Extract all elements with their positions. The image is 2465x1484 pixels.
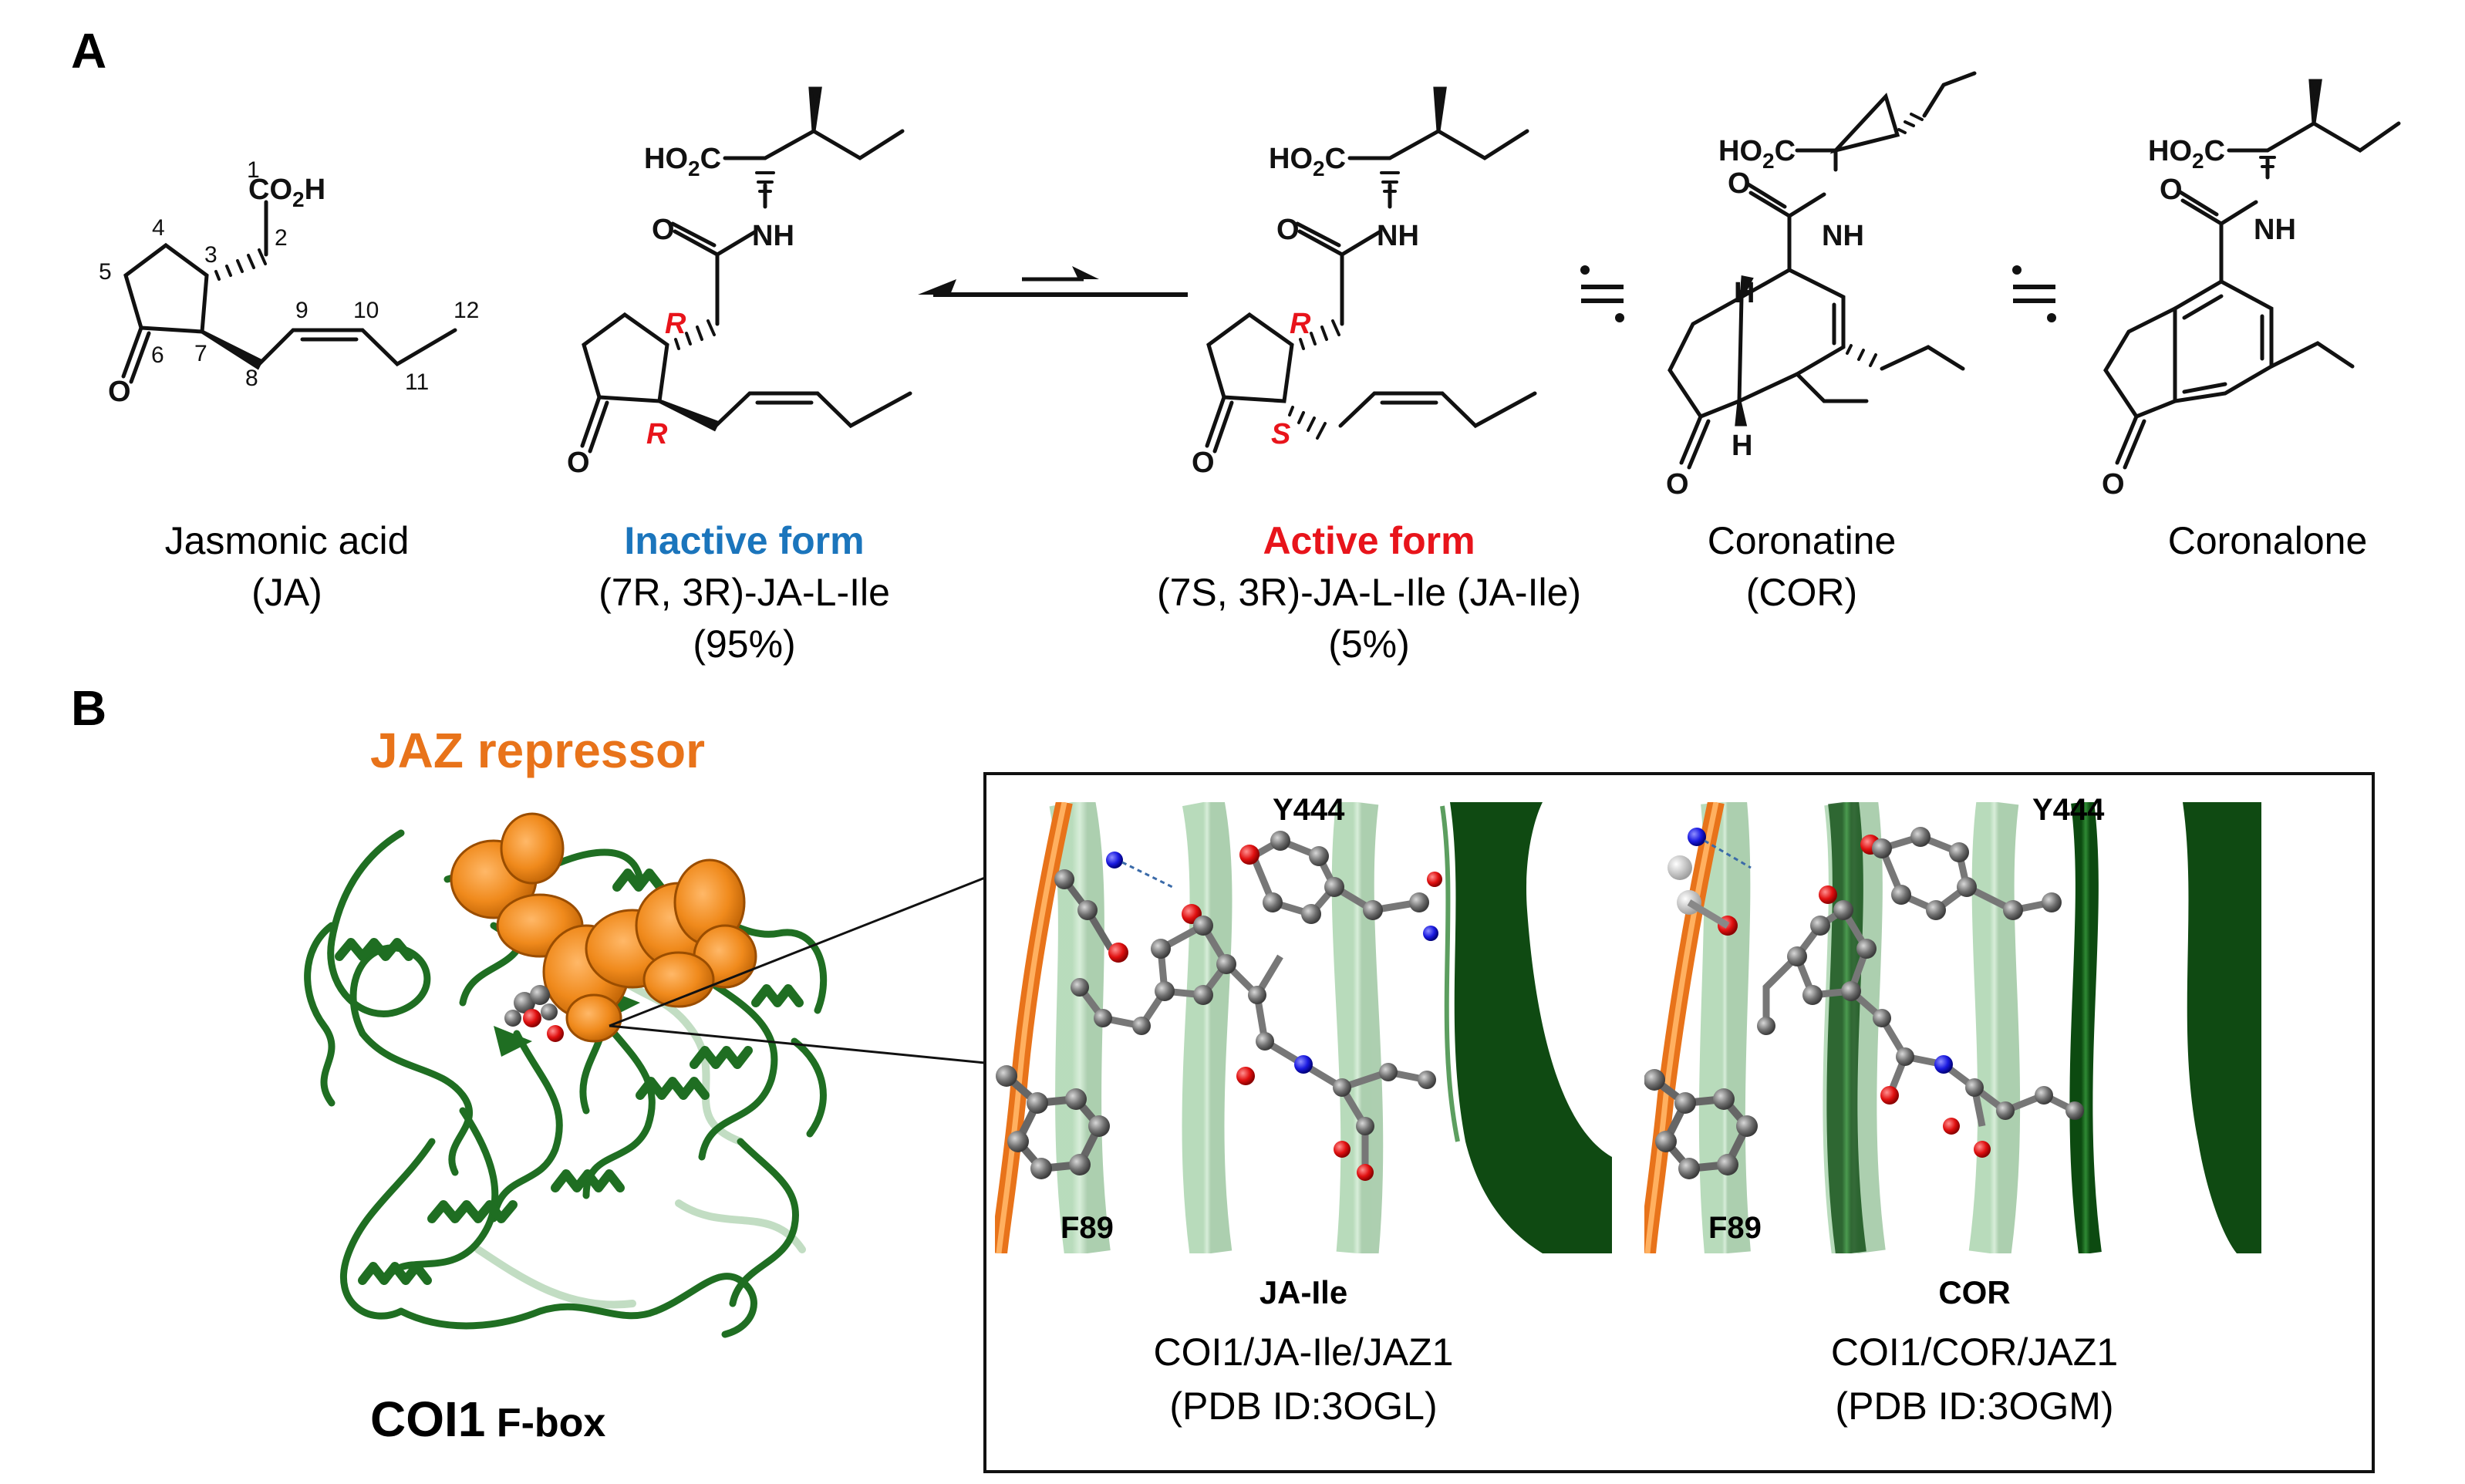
equilibrium-arrow (918, 266, 1188, 297)
svg-text:7: 7 (194, 341, 207, 366)
svg-text:11: 11 (405, 369, 429, 395)
mimic-symbol-2 (2012, 265, 2056, 322)
inactive-form-title: Inactive form (624, 519, 864, 562)
svg-text:H: H (1732, 430, 1752, 462)
svg-text:HO2C: HO2C (1718, 135, 1796, 173)
coi1-label: COI1 F-box (370, 1391, 605, 1447)
right-complex-label: COI1/COR/JAZ1 (1831, 1331, 2118, 1374)
svg-text:10: 10 (353, 298, 379, 323)
svg-text:O: O (1276, 214, 1300, 246)
svg-text:8: 8 (245, 366, 258, 391)
coronatine-caption-name: Coronatine (1708, 519, 1897, 562)
inactive-ja-ile-structure: HO2C NH O O R R (567, 86, 912, 479)
panel-b-label: B (71, 680, 106, 736)
svg-text:HO2C: HO2C (644, 143, 721, 180)
left-ligand-label: JA-Ile (1259, 1274, 1347, 1310)
right-residue-f89: F89 (1708, 1211, 1762, 1245)
coronatine-structure: HO2C NH O O H H (1666, 71, 1977, 501)
svg-text:O: O (1192, 447, 1215, 479)
svg-text:O: O (567, 447, 590, 479)
ja-caption-name: Jasmonic acid (165, 519, 410, 562)
mimic-symbol-1 (1580, 265, 1624, 322)
svg-text:12: 12 (454, 298, 479, 323)
svg-text:NH: NH (2254, 214, 2296, 246)
ja-caption-abbrev: (JA) (251, 571, 322, 614)
inactive-form-percent: (95%) (693, 622, 795, 666)
svg-text:HO2C: HO2C (2148, 135, 2225, 173)
svg-text:NH: NH (1822, 220, 1864, 252)
zoom-lines (609, 876, 986, 1064)
svg-text:9: 9 (295, 298, 309, 323)
coronalone-structure: HO2C NH O O (2102, 79, 2401, 501)
right-ligand-label: COR (1938, 1274, 2010, 1310)
svg-text:2: 2 (275, 225, 288, 251)
jaz-repressor-surface (450, 812, 757, 1043)
svg-text:O: O (1728, 167, 1751, 200)
active-form-title: Active form (1263, 519, 1475, 562)
right-residue-y444: Y444 (2032, 793, 2105, 827)
svg-text:R: R (665, 308, 686, 340)
left-pdb-id: (PDB ID:3OGL) (1169, 1385, 1437, 1428)
svg-text:O: O (652, 214, 675, 246)
svg-text:3: 3 (204, 242, 218, 268)
svg-text:CO2H: CO2H (248, 174, 325, 211)
svg-text:O: O (1666, 468, 1689, 501)
svg-text:O: O (108, 376, 131, 408)
left-complex-label: COI1/JA-Ile/JAZ1 (1154, 1331, 1454, 1374)
svg-text:5: 5 (99, 259, 112, 285)
coronalone-caption-name: Coronalone (2168, 519, 2368, 562)
svg-text:R: R (646, 418, 668, 450)
jasmonic-acid-labels: CO2H O (108, 174, 325, 408)
ligand-in-pocket (504, 985, 564, 1042)
active-form-name: (7S, 3R)-JA-L-Ile (JA-Ile) (1157, 571, 1581, 614)
jaz-repressor-title: JAZ repressor (370, 723, 705, 778)
svg-text:NH: NH (1377, 220, 1419, 252)
jasmonic-acid-structure (121, 200, 457, 384)
right-pdb-id: (PDB ID:3OGM) (1835, 1385, 2113, 1428)
active-ja-ile-structure: HO2C NH O O R S (1192, 86, 1537, 479)
svg-text:O: O (2160, 174, 2183, 206)
svg-text:S: S (1271, 418, 1290, 450)
jasmonic-acid-numbering: 1 2 3 4 5 6 7 8 9 10 11 12 (99, 157, 479, 395)
svg-text:R: R (1290, 308, 1311, 340)
svg-text:4: 4 (152, 215, 165, 241)
active-form-percent: (5%) (1328, 622, 1410, 666)
inactive-form-name: (7R, 3R)-JA-L-Ile (599, 571, 890, 614)
svg-text:NH: NH (752, 220, 794, 252)
panel-a-label: A (71, 23, 106, 79)
svg-text:HO2C: HO2C (1269, 143, 1346, 180)
svg-text:O: O (2102, 468, 2125, 501)
left-residue-y444: Y444 (1273, 793, 1345, 827)
coronatine-caption-abbrev: (COR) (1746, 571, 1857, 614)
svg-text:6: 6 (151, 342, 164, 368)
cor-binding-site (1644, 802, 2261, 1253)
ja-ile-binding-site (995, 802, 1612, 1253)
svg-text:H: H (1734, 277, 1755, 309)
binding-site-inset-frame (983, 772, 2375, 1473)
left-residue-f89: F89 (1061, 1211, 1114, 1245)
svg-text:1: 1 (247, 157, 260, 183)
